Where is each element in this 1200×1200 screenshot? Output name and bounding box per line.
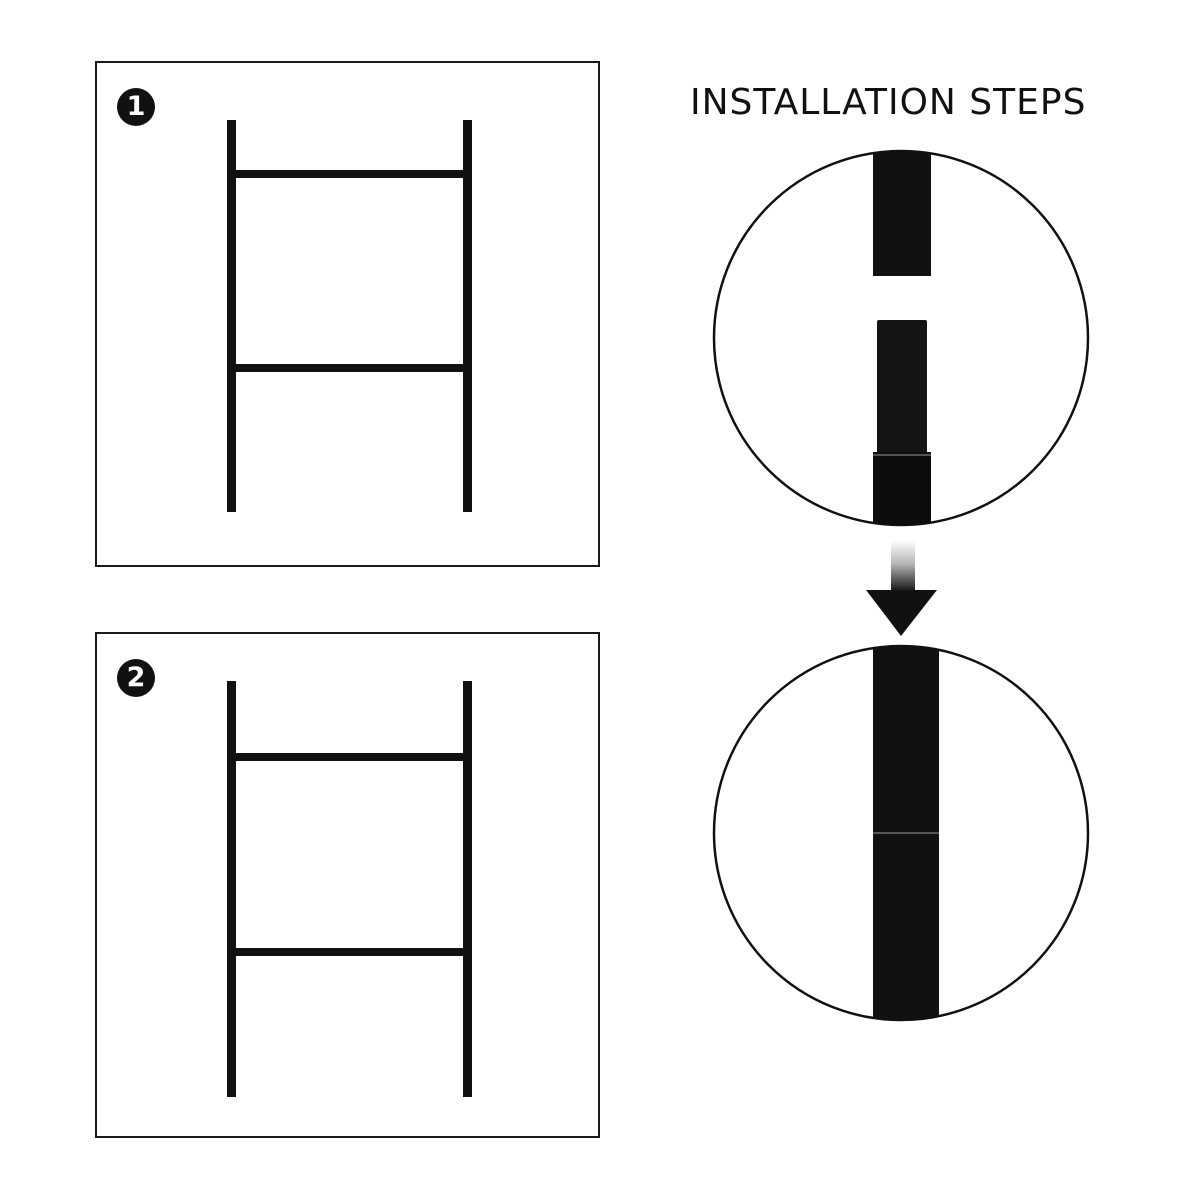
frame-illustration-step-1 <box>227 120 472 512</box>
joined-pole <box>873 646 939 1020</box>
frame-left-leg <box>227 120 236 512</box>
frame-right-leg <box>463 120 472 512</box>
magnified-detail-joined <box>712 644 1090 1022</box>
magnified-detail-separated <box>712 149 1090 527</box>
frame-bottom-crossbar <box>231 364 468 372</box>
frame-right-leg <box>463 681 472 1097</box>
frame-left-leg <box>227 681 236 1097</box>
down-arrow-icon <box>866 540 937 636</box>
frame-bottom-crossbar <box>231 948 468 956</box>
upper-tube-section <box>873 151 931 276</box>
lower-insert-section <box>877 320 927 455</box>
step-1-panel: 1 <box>95 61 600 567</box>
installation-steps-heading: INSTALLATION STEPS <box>690 82 1087 123</box>
frame-illustration-step-2 <box>227 681 472 1097</box>
frame-top-crossbar <box>231 170 468 178</box>
frame-top-crossbar <box>231 753 468 761</box>
lower-tube-section <box>873 452 931 525</box>
step-number-badge-2: 2 <box>117 659 155 697</box>
step-number-badge-1: 1 <box>117 88 155 126</box>
step-2-panel: 2 <box>95 632 600 1138</box>
